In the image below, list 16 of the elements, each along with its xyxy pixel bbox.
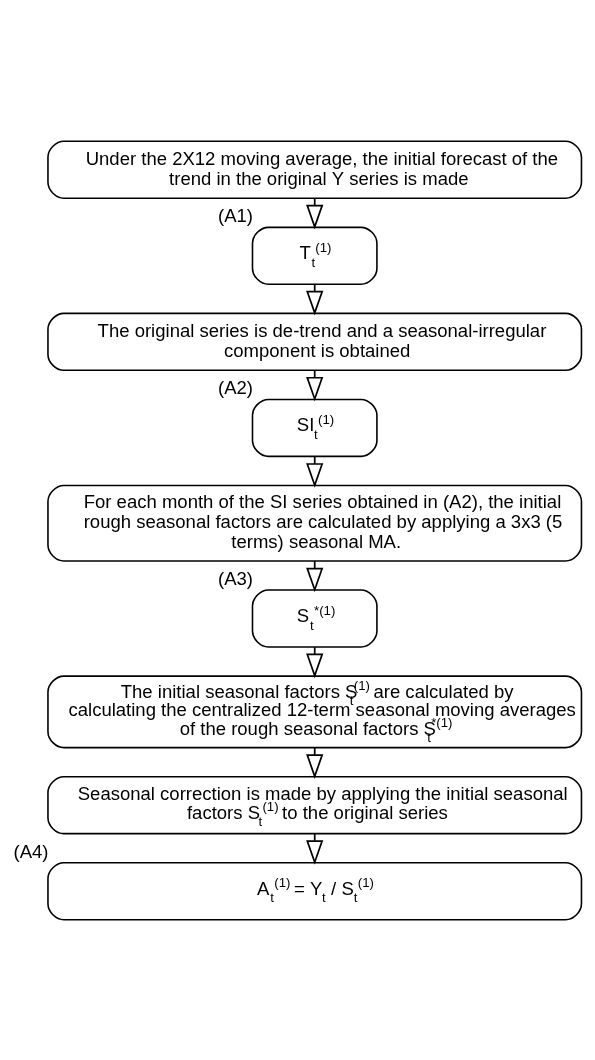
- arrow: [306, 746, 324, 779]
- node-box: For each month of the SI series obtained in (A2), the initial rough seasonal factors are calculated by applying a 3x3 (5 terms) seasonal MA.: [47, 484, 583, 562]
- node-box: The original series is de-trend and a seasonal-irregular component is obtained: [47, 312, 583, 371]
- arrow: [306, 645, 324, 678]
- node-box: Seasonal correction is made by applying the initial seasonal factors S$_{t}$$^{(1)}$ to the original series: [47, 775, 583, 834]
- arrow: [306, 283, 324, 315]
- arrow: [306, 832, 324, 865]
- node-label: (A3): [218, 567, 254, 589]
- node-label: (A4): [13, 840, 49, 862]
- arrow: [306, 197, 324, 229]
- arrow: [306, 369, 324, 402]
- node-box: Under the 2X12 moving average, the initial forecast of the trend in the original Y series is made: [47, 140, 583, 199]
- arrow: [306, 559, 324, 592]
- arrow: [306, 455, 324, 488]
- node-label: (A2): [218, 376, 254, 398]
- node-label: (A1): [218, 204, 254, 226]
